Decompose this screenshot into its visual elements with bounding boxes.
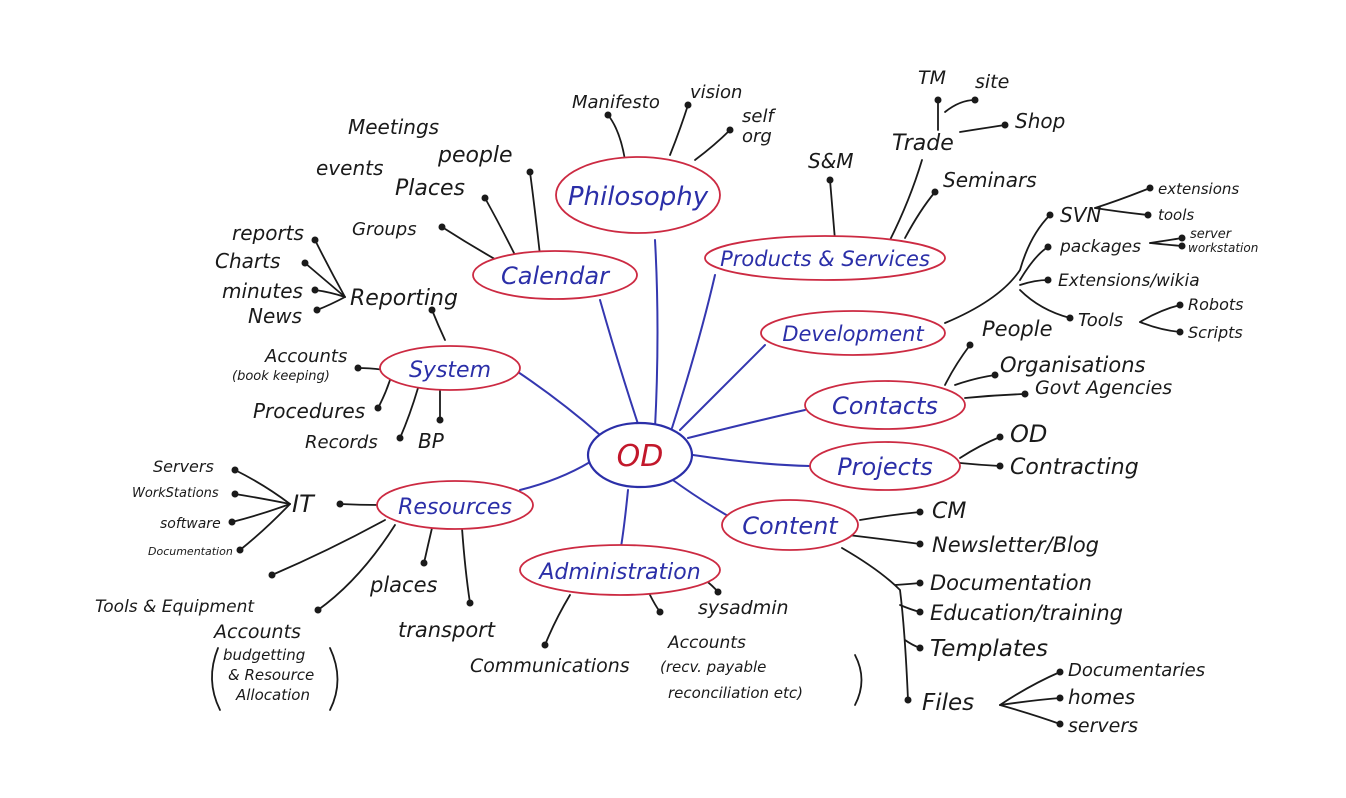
label-records: Records (305, 432, 378, 453)
label-packages: packages (1059, 237, 1141, 257)
label-sm: S&M (808, 149, 854, 173)
label-servers-files: servers (1068, 715, 1138, 737)
label-sysadmin: sysadmin (698, 597, 789, 619)
label-templates: Templates (930, 636, 1048, 662)
node-philosophy: Philosophy (555, 156, 721, 234)
node-content: Content (721, 499, 859, 551)
label-allocation: Allocation (235, 686, 310, 704)
label-server-pkg: server (1190, 227, 1233, 242)
label-events: events (316, 156, 383, 180)
label-people-contacts: People (982, 317, 1053, 341)
connector-dots (228, 96, 1186, 728)
label-transport: transport (398, 618, 496, 642)
label-tools-svn: tools (1158, 206, 1194, 224)
label-workstation-pkg: workstation (1188, 241, 1258, 255)
label-people-cal: people (437, 143, 513, 168)
label-govt-agencies: Govt Agencies (1035, 377, 1172, 399)
label-shop: Shop (1015, 109, 1065, 133)
label-reporting: Reporting (350, 286, 458, 311)
label-reports: reports (232, 221, 304, 245)
resources-label: Resources (398, 495, 512, 520)
node-system: System (379, 345, 521, 391)
label-od-proj: OD (1010, 420, 1047, 448)
label-minutes: minutes (222, 279, 303, 303)
label-homes: homes (1068, 685, 1135, 709)
label-groups: Groups (352, 219, 417, 240)
center-label: OD (617, 439, 664, 474)
label-budgetting: budgetting (223, 646, 305, 664)
node-contacts: Contacts (804, 380, 966, 430)
label-documentation-it: Documentation (148, 545, 233, 558)
label-meetings: Meetings (348, 115, 439, 139)
label-extensions-svn: extensions (1158, 180, 1239, 198)
label-files: Files (922, 690, 974, 716)
label-bp: BP (418, 429, 445, 453)
label-documentation-content: Documentation (930, 571, 1092, 595)
label-procedures: Procedures (253, 399, 365, 423)
philosophy-label: Philosophy (568, 182, 709, 212)
label-manifesto: Manifesto (572, 92, 660, 113)
label-self: self (742, 106, 776, 127)
label-charts: Charts (215, 249, 280, 273)
label-reconciliation: reconciliation etc) (668, 684, 803, 702)
label-contracting: Contracting (1010, 455, 1139, 480)
label-org: org (742, 126, 772, 147)
label-vision: vision (690, 82, 742, 103)
label-news: News (248, 304, 302, 328)
label-tm: TM (918, 67, 946, 89)
label-places-cal: Places (395, 176, 465, 201)
label-site: site (975, 71, 1009, 93)
label-documentaries: Documentaries (1068, 660, 1205, 681)
projects-label: Projects (837, 453, 933, 481)
node-administration: Administration (519, 544, 721, 596)
center-node: OD (586, 421, 694, 489)
products-label: Products & Services (720, 247, 930, 271)
label-tools-dev: Tools (1078, 310, 1123, 331)
node-products: Products & Services (704, 235, 946, 281)
development-label: Development (782, 322, 924, 346)
label-education: Education/training (930, 601, 1123, 625)
label-seminars: Seminars (943, 168, 1037, 192)
node-calendar: Calendar (472, 250, 638, 300)
label-software: software (160, 516, 221, 532)
label-workstations: WorkStations (132, 486, 219, 501)
label-recv-payable: (recv. payable (660, 658, 766, 676)
leaf-labels: Manifesto vision self org Meetings event… (95, 67, 1258, 737)
label-resource: & Resource (228, 666, 314, 684)
label-accounts-sys: Accounts (264, 346, 347, 367)
main-branches (514, 239, 811, 554)
node-resources: Resources (376, 480, 534, 530)
label-accounts-res: Accounts (212, 621, 301, 643)
label-tools-equipment: Tools & Equipment (95, 597, 255, 617)
bracket-marks (211, 647, 863, 711)
contacts-label: Contacts (832, 392, 938, 420)
content-label: Content (742, 512, 839, 540)
label-servers-it: Servers (153, 457, 214, 476)
administration-label: Administration (537, 560, 700, 585)
system-label: System (409, 358, 491, 383)
label-bookkeeping: (book keeping) (232, 369, 330, 384)
node-development: Development (760, 310, 946, 356)
label-robots: Robots (1188, 295, 1243, 314)
label-places-res: places (369, 573, 437, 597)
label-newsletter: Newsletter/Blog (932, 533, 1099, 557)
calendar-label: Calendar (501, 262, 611, 290)
label-organisations: Organisations (1000, 353, 1146, 377)
label-trade: Trade (892, 131, 954, 156)
label-extensions-wikia: Extensions/wikia (1058, 271, 1200, 291)
label-svn: SVN (1060, 203, 1101, 227)
label-scripts: Scripts (1188, 323, 1243, 342)
label-accounts-adm: Accounts (667, 633, 746, 653)
node-projects: Projects (809, 441, 961, 491)
label-communications: Communications (470, 655, 630, 677)
label-it: IT (292, 490, 316, 518)
label-cm: CM (932, 499, 966, 524)
